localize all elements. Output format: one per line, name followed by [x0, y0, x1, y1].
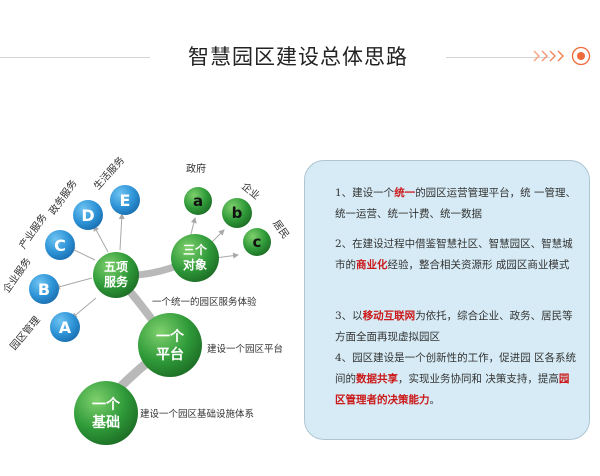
- highlight-commercial: 商业化: [356, 259, 388, 271]
- caption-platform: 建设一个园区平台: [207, 344, 284, 355]
- summary-panel: 1、建设一个统一的园区运营管理平台，统 一管理、统一运营、统一计费、统一数据 2…: [304, 160, 590, 440]
- circle-b-small: b: [222, 198, 252, 228]
- svg-text:一个: 一个: [156, 328, 185, 345]
- point-1: 1、建设一个统一的园区运营管理平台，统 一管理、统一运营、统一计费、统一数据: [335, 187, 577, 220]
- highlight-mobile-internet: 移动互联网: [362, 310, 416, 322]
- circle-a-small: a: [184, 187, 212, 215]
- svg-text:一个: 一个: [92, 396, 121, 413]
- circle-a-big: A: [50, 312, 80, 342]
- svg-text:基础: 基础: [92, 414, 120, 431]
- chevron-right-icon: [533, 50, 540, 62]
- circle-b-big: B: [29, 274, 59, 304]
- hub-platform: 一个 平台: [138, 313, 202, 377]
- hub-five-services: 五项 服务: [93, 252, 139, 298]
- chevron-right-icon: [549, 50, 556, 62]
- circle-d-big: D: [73, 200, 103, 230]
- label-government: 政府: [186, 164, 206, 175]
- divider-left: [0, 57, 150, 58]
- point-2: 2、在建设过程中借鉴智慧社区、智慧园区、智慧城市的商业化经验，整合相关资源形 成…: [335, 238, 573, 271]
- header: 智慧园区建设总体思路: [0, 0, 600, 110]
- svg-text:五项: 五项: [104, 260, 128, 274]
- hub-base: 一个 基础: [74, 381, 138, 445]
- divider-right: [446, 57, 550, 58]
- svg-text:三个: 三个: [183, 242, 208, 257]
- svg-text:对象: 对象: [183, 257, 207, 272]
- page-title: 智慧园区建设总体思路: [188, 45, 408, 69]
- highlight-unified: 统一: [394, 187, 416, 199]
- caption-base: 建设一个园区基础设施体系: [140, 409, 255, 420]
- service-diagram: A B C D E a b c: [0, 130, 310, 476]
- svg-text:D: D: [81, 206, 94, 225]
- svg-text:A: A: [59, 318, 72, 337]
- target-icon: [571, 46, 591, 66]
- highlight-decision-capability: 园区管理者的决策能力: [335, 373, 570, 406]
- circle-c-big: C: [45, 230, 75, 260]
- hub-three-objects: 三个 对象: [171, 234, 219, 282]
- circle-e-big: E: [110, 185, 140, 215]
- svg-text:C: C: [54, 236, 66, 255]
- arrows-five-services: [54, 213, 125, 319]
- chevron-right-icon: [557, 50, 564, 62]
- point-3: 3、以移动互联网为依托，综合企业、政务、居民等方面全面再现虚拟园区: [335, 310, 573, 343]
- svg-text:b: b: [232, 204, 243, 222]
- highlight-data-sharing: 数据共享: [356, 373, 398, 385]
- svg-text:服务: 服务: [104, 274, 129, 289]
- svg-text:c: c: [253, 233, 262, 251]
- svg-text:B: B: [38, 280, 50, 299]
- svg-text:a: a: [193, 192, 203, 210]
- svg-text:E: E: [120, 191, 131, 210]
- svg-text:平台: 平台: [156, 346, 184, 363]
- chevron-right-icon: [541, 50, 548, 62]
- caption-service-experience: 一个统一的园区服务体验: [152, 297, 257, 308]
- circle-c-small: c: [243, 228, 271, 256]
- point-4: 4、园区建设是一个创新性的工作，促进园 区各系统间的数据共享，实现业务协同和 决…: [335, 352, 577, 406]
